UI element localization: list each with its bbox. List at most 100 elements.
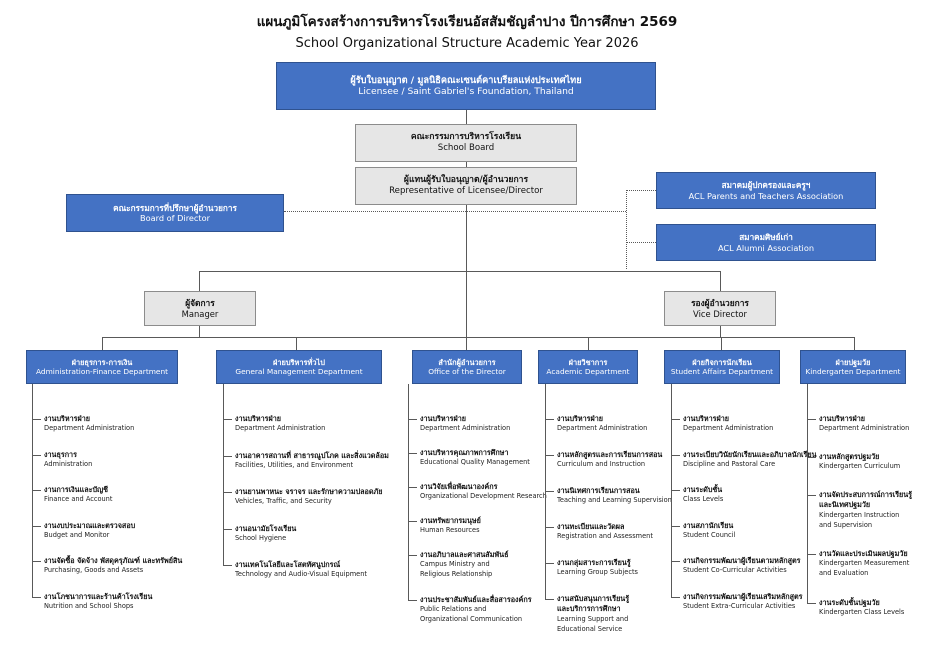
item-label-th: งานบริหารฝ่าย [819,414,865,423]
node-board-of-director[interactable]: คณะกรรมการที่ปรึกษาผู้อำนวยการ Board of … [66,194,284,232]
item-label-en: Public Relations and [420,604,487,613]
item-label-th: งานทรัพยากรมนุษย์ [420,516,481,525]
item-label-en: Kindergarten Measurement [819,559,910,568]
connector-manager-drop [199,326,200,337]
item-label-en: Religious Relationship [420,570,493,579]
item-text: งานเทคโนโลยีและโสตทัศนูปกรณ์Technology a… [235,560,367,580]
item-label-en: Learning Group Subjects [557,568,638,577]
department-header-label-th: ฝ่ายกิจการนักเรียน [692,357,752,367]
item-tick-icon [545,491,554,492]
item-label-th: งานวัดและประเมินผลปฐมวัย [819,549,908,558]
item-label-th: งานการเงินและบัญชี [44,485,109,494]
connector-associations-dotted-bracket [626,190,627,269]
item-tick-icon [408,521,417,522]
item-text: งานจัดซื้อ จัดจ้าง พัสดุครุภัณฑ์ และทรัพ… [44,556,182,576]
item-tick-icon [408,453,417,454]
connector-bus-to-dept-5 [721,337,722,350]
item-label-th: งานสนับสนุนการเรียนรู้ [557,594,630,603]
item-label-en: Department Administration [420,424,511,433]
item-label-th: งานระดับชั้น [683,485,723,494]
department-header-label-en: General Management Department [235,367,363,376]
item-label-th: งานระดับชั้นปฐมวัย [819,597,880,607]
node-vice-director-label-en: Vice Director [693,308,747,319]
connector-licensee-to-school-board [466,110,467,124]
page-title-english: School Organizational Structure Academic… [295,36,639,51]
item-label-th: งานอาคารสถานที่ สาธารณูปโภค และสิ่งแวดล้… [235,450,389,460]
department-spine [807,414,808,603]
item-label-en: Student Co-Curricular Activities [683,566,787,575]
item-label-th: งานยานพาหนะ จราจร และรักษาความปลอดภัย [235,487,383,496]
item-label-th: งานกลุ่มสาระการเรียนรู้ [557,558,631,567]
item-tick-icon [408,487,417,488]
item-tick-icon [807,419,816,420]
node-licensee[interactable]: ผู้รับใบอนุญาต / มูลนิธิคณะเซนต์คาเบรียล… [276,62,656,110]
item-label-th: งานระเบียบวินัยนักเรียนและอภิบาลนักเรียน [683,449,817,459]
item-tick-icon [807,554,816,555]
item-label-en: Registration and Assessment [557,532,653,541]
node-school-board[interactable]: คณะกรรมการบริหารโรงเรียน School Board [355,124,577,162]
item-label-th: งานงบประมาณและตรวจสอบ [44,520,136,530]
item-label-en: Technology and Audio-Visual Equipment [235,570,367,579]
department-header-label-th: ฝ่ายบริหารทั่วไป [273,357,325,367]
node-parents-teachers-association[interactable]: สมาคมผู้ปกครองและครูฯ ACL Parents and Te… [656,172,876,209]
item-label-th: งานสภานักเรียน [683,520,734,530]
item-tick-icon [32,596,41,598]
department-header-label-th: ฝ่ายปฐมวัย [835,357,871,367]
node-board-of-director-label-th: คณะกรรมการที่ปรึกษาผู้อำนวยการ [113,202,237,213]
node-manager[interactable]: ผู้จัดการ Manager [144,291,256,326]
item-label-th: งานกิจกรรมพัฒนาผู้เรียนเสริมหลักสูตร [683,591,803,601]
item-label-th: งานธุรการ [44,449,77,459]
item-tick-icon [223,455,232,457]
item-label-th: งานหลักสูตรปฐมวัย [819,452,880,461]
item-tick-icon [671,490,680,491]
item-text: งานจัดประสบการณ์การเรียนรู้และนิเทศปฐมวั… [819,490,912,531]
node-vice-director[interactable]: รองผู้อำนวยการ Vice Director [664,291,776,326]
item-text: งานการเงินและบัญชีFinance and Account [44,485,112,505]
connector-board-of-director-dotted [284,211,466,212]
item-label-en: Student Council [683,530,736,539]
department-header-label-th: ฝ่ายวิชาการ [568,357,608,367]
item-tick-icon [32,419,41,420]
item-label-th: งานบริหารคุณภาพการศึกษา [420,448,509,457]
item-label-th: งานบริหารฝ่าย [44,414,90,423]
item-label-en: Human Resources [420,526,480,535]
item-tick-icon [408,419,417,420]
node-board-of-director-label-en: Board of Director [139,213,211,223]
connector-representative-trunk [466,198,467,337]
item-label-en: Department Administration [557,424,648,433]
item-label-en: Nutrition and School Shops [44,601,134,610]
item-tick-icon [671,454,680,456]
connector-bus-to-dept-2 [296,337,297,350]
department-header-label-en: Office of the Director [428,367,506,376]
item-label-en: Finance and Account [44,495,113,504]
item-label-en: Kindergarten Class Levels [819,607,905,616]
node-representative[interactable]: ผู้แทนผู้รับใบอนุญาต/ผู้อำนวยการ Represe… [355,167,577,205]
node-alumni-association[interactable]: สมาคมศิษย์เก่า ACL Alumni Association [656,224,876,261]
item-label-th: งานประชาสัมพันธ์และสื่อสารองค์กร [420,594,532,604]
item-label-en: Department Administration [819,424,910,433]
item-tick-icon [32,561,41,562]
item-label-en: Educational Quality Management [420,458,530,467]
item-tick-icon [671,419,680,420]
item-tick-icon [408,555,417,556]
item-tick-icon [807,602,816,604]
item-label-en: Teaching and Learning Supervision [557,496,672,505]
item-label-en: Facilities, Utilities, and Environment [235,460,354,469]
item-text: งานระเบียบวินัยนักเรียนและอภิบาลนักเรียน… [683,450,817,470]
item-tick-icon [223,565,232,566]
department-spine [32,414,33,597]
